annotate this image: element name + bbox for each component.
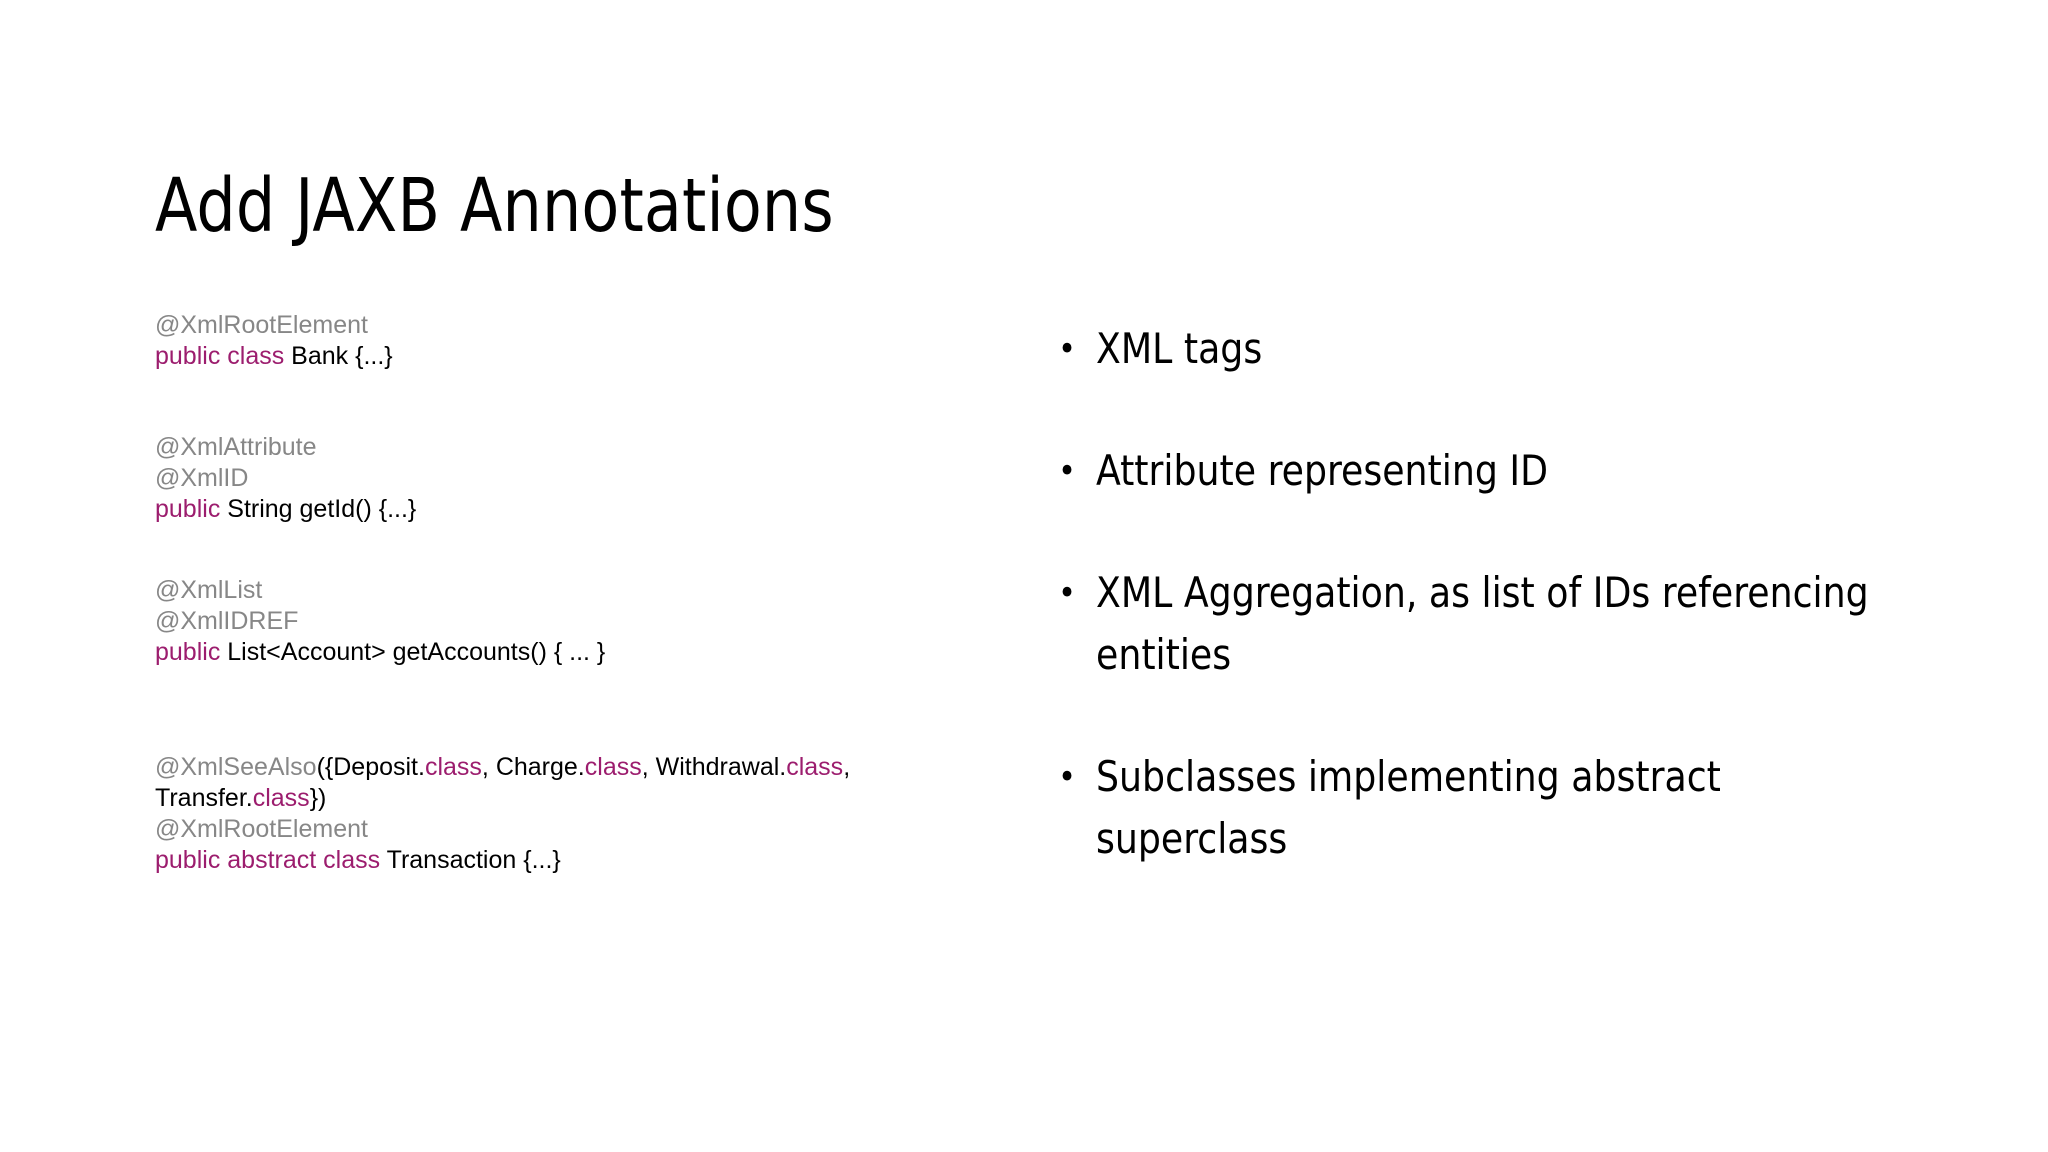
code-line: public String getId() {...}	[155, 494, 915, 525]
code-token-keyword: class	[252, 784, 310, 812]
code-line: @XmlID	[155, 463, 915, 494]
code-line: @XmlIDREF	[155, 606, 915, 637]
code-token-annotation: @XmlID	[155, 464, 249, 492]
code-token-keyword: public	[155, 638, 221, 666]
code-line: @XmlList	[155, 575, 915, 606]
code-token-keyword: class	[584, 753, 642, 781]
bullet-point-icon: •	[1058, 451, 1077, 491]
code-token-keyword: class	[424, 753, 482, 781]
code-token-annotation: @XmlSeeAlso	[155, 753, 317, 781]
code-line: @XmlSeeAlso({Deposit.class, Charge.class…	[155, 752, 915, 814]
bullet-point-icon: •	[1058, 329, 1077, 369]
code-token-annotation: @XmlAttribute	[155, 433, 317, 461]
bullet-point-icon: •	[1058, 573, 1077, 613]
code-token-annotation: @XmlIDREF	[155, 607, 299, 635]
code-block-spacer	[155, 372, 915, 432]
code-block-spacer	[155, 668, 915, 752]
code-line: public abstract class Transaction {...}	[155, 845, 915, 876]
code-token-plain: List<Account> getAccounts() { ... }	[220, 638, 606, 666]
code-line: @XmlRootElement	[155, 310, 915, 341]
list-item-label-attribute-id: Attribute representing ID	[1096, 446, 1549, 495]
code-token-keyword: public class	[155, 342, 285, 370]
code-token-plain: , Charge.	[481, 753, 585, 781]
code-token-annotation: @XmlList	[155, 576, 263, 604]
code-token-plain: , Withdrawal.	[641, 753, 787, 781]
code-line: @XmlRootElement	[155, 814, 915, 845]
list-item-label-subclasses: Subclasses implementing abstract supercl…	[1096, 752, 1721, 863]
code-line: public class Bank {...}	[155, 341, 915, 372]
bullet-list-column: • XML tags • Attribute representing ID • XML …	[1058, 318, 1938, 870]
page-title: Add JAXB Annotations	[155, 162, 834, 249]
code-token-plain: Bank {...}	[284, 342, 393, 370]
bullet-point-icon: •	[1058, 757, 1077, 797]
code-token-plain: Transaction {...}	[380, 846, 561, 874]
code-block-spacer	[155, 525, 915, 575]
code-token-annotation: @XmlRootElement	[155, 311, 368, 339]
list-item: • Attribute representing ID	[1058, 440, 1938, 502]
list-item: • XML Aggregation, as list of IDs referen…	[1058, 562, 1938, 686]
code-token-plain: String getId() {...}	[220, 495, 417, 523]
code-token-keyword: class	[786, 753, 844, 781]
list-item-label-xml-aggregation: XML Aggregation, as list of IDs referenc…	[1096, 568, 1869, 679]
code-token-keyword: public	[155, 495, 221, 523]
code-line: public List<Account> getAccounts() { ...…	[155, 637, 915, 668]
list-item: • XML tags	[1058, 318, 1938, 380]
list-item-label-xml-tags: XML tags	[1096, 324, 1263, 373]
code-token-annotation: @XmlRootElement	[155, 815, 368, 843]
code-token-plain: ({Deposit.	[316, 753, 425, 781]
list-item: • Subclasses implementing abstract superc…	[1058, 746, 1938, 870]
code-token-plain: })	[309, 784, 327, 812]
code-line: @XmlAttribute	[155, 432, 915, 463]
code-block-transaction-class: @XmlSeeAlso({Deposit.class, Charge.class…	[155, 752, 915, 876]
code-token-plain: , Transfer.	[155, 753, 851, 812]
code-token-keyword: public abstract class	[155, 846, 381, 874]
